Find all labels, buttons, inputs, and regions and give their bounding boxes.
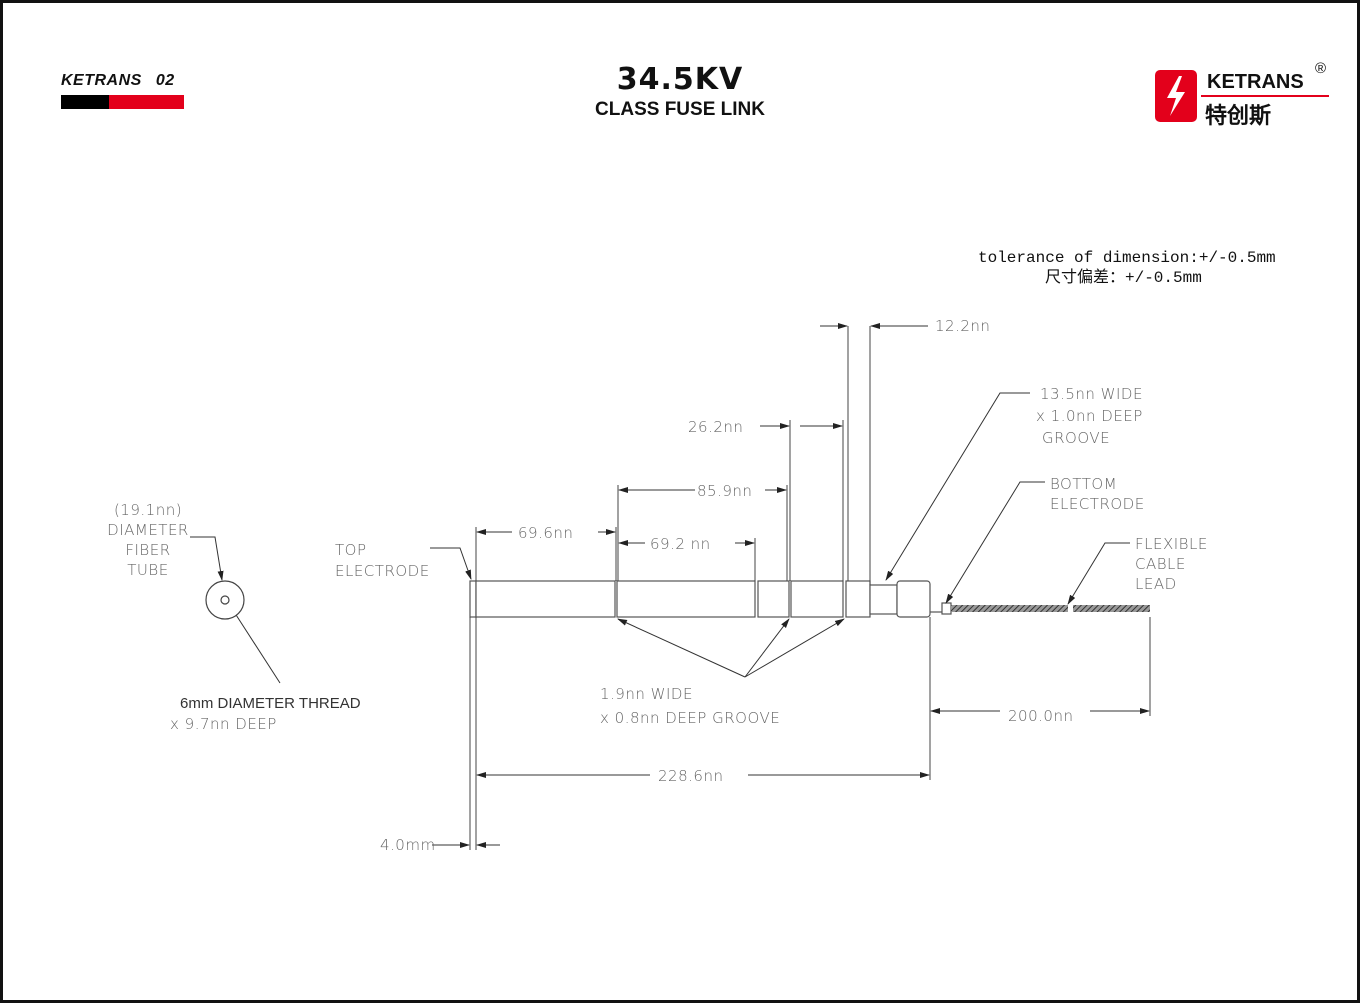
thread-depth-label: x 9.7nn DEEP — [170, 715, 277, 733]
fiber-tube-label: DIAMETER — [107, 521, 189, 539]
small-groove-label: x 0.8nn DEEP GROOVE — [600, 709, 780, 727]
title-voltage: 34.5KV — [616, 62, 744, 97]
groove-label-line: GROOVE — [1042, 429, 1110, 447]
dim-228-6: 228.6nn — [658, 767, 723, 785]
bottom-electrode-label: BOTTOM — [1050, 475, 1117, 493]
page-title: 34.5KV CLASS FUSE LINK — [0, 62, 1360, 121]
groove-label-line: x 1.0nn DEEP — [1036, 407, 1143, 425]
groove-label-line: 13.5nn WIDE — [1040, 385, 1143, 403]
dim-4-0: 4.0mm — [380, 836, 436, 854]
tolerance-en: tolerance of dimension:+/-0.5mm — [978, 249, 1276, 267]
extension-lines — [469, 326, 1151, 850]
dim-26-2: 26.2nn — [688, 418, 743, 436]
ketrans-logo: KETRANS ® 特创斯 — [1155, 60, 1330, 129]
brand-name: KETRANS — [61, 72, 142, 89]
top-electrode-label: ELECTRODE — [335, 562, 430, 580]
fiber-tube-label: (19.1nn) — [114, 501, 182, 519]
dim-85-9: 85.9nn — [697, 482, 752, 500]
fuse-body — [469, 580, 952, 618]
dim-200-0: 200.0nn — [1008, 707, 1073, 725]
bottom-electrode-label: ELECTRODE — [1050, 495, 1145, 513]
top-electrode-label: TOP — [335, 541, 367, 559]
registered-mark: ® — [1315, 60, 1327, 77]
dim-12-2: 12.2nn — [935, 317, 990, 335]
cable-label: CABLE — [1135, 555, 1186, 573]
cable-label: FLEXIBLE — [1135, 535, 1208, 553]
dim-69-6: 69.6nn — [518, 524, 573, 542]
leader-lines — [190, 392, 1130, 684]
tolerance-cn: 尺寸偏差：+/-0.5mm — [1045, 268, 1202, 287]
brand-color-bar — [61, 95, 184, 109]
logo-cn: 特创斯 — [1205, 104, 1272, 129]
flexible-cable — [951, 605, 1150, 612]
thread-label: 6mm DIAMETER THREAD — [180, 695, 361, 712]
logo-en: KETRANS — [1207, 71, 1304, 93]
title-subtitle: CLASS FUSE LINK — [595, 99, 765, 120]
cable-label: LEAD — [1135, 575, 1177, 593]
dim-69-2: 69.2 nn — [650, 535, 711, 553]
page-number: 02 — [155, 72, 175, 89]
fiber-tube-cross-section — [205, 580, 245, 620]
fiber-tube-label: FIBER — [125, 541, 170, 559]
fiber-tube-label: TUBE — [127, 561, 168, 579]
small-groove-label: 1.9nn WIDE — [600, 685, 693, 703]
lightning-icon — [1155, 70, 1197, 122]
dimension-lines — [432, 323, 1150, 848]
brand-header-left: KETRANS 02 — [61, 72, 184, 109]
